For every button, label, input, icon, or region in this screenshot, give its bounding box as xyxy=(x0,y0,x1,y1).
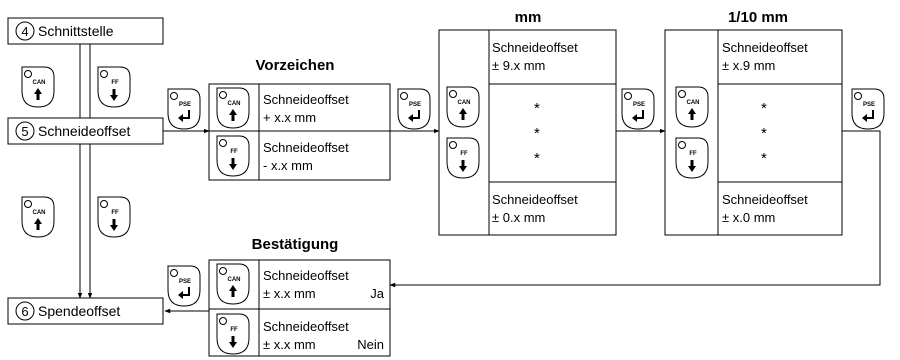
state-number: 5 xyxy=(21,124,28,139)
tenth-mm-panel: Schneideoffset ± x.9 mm * * * Schneideof… xyxy=(664,29,843,236)
state-label: Spendeoffset xyxy=(38,303,120,319)
svg-text:FF: FF xyxy=(111,210,119,216)
mm-top-line2: ± 9.x mm xyxy=(492,58,545,73)
svg-text:FF: FF xyxy=(230,327,238,333)
ff-key-icon[interactable]: FF xyxy=(675,137,709,179)
tenth-star: * xyxy=(761,125,767,142)
svg-text:FF: FF xyxy=(689,151,697,157)
tenth-top-line2: ± x.9 mm xyxy=(722,58,775,73)
pse-key-icon[interactable]: PSE xyxy=(851,88,885,130)
svg-text:PSE: PSE xyxy=(179,102,191,108)
mm-top-line1: Schneideoffset xyxy=(492,40,578,55)
state-label: Schnittstelle xyxy=(38,23,114,39)
bestaetigung-nein-line1: Schneideoffset xyxy=(263,319,349,334)
state-box-6[interactable]: 6 Spendeoffset xyxy=(7,297,164,325)
can-key-icon[interactable]: CAN xyxy=(21,196,55,238)
tenth-star: * xyxy=(761,150,767,167)
state-number: 6 xyxy=(21,304,28,319)
bestaetigung-nein-line2: ± x.x mm xyxy=(263,337,316,352)
svg-text:CAN: CAN xyxy=(458,100,471,106)
vorzeichen-plus-line2: + x.x mm xyxy=(263,110,316,125)
svg-text:CAN: CAN xyxy=(228,277,241,283)
state-box-5[interactable]: 5 Schneideoffset xyxy=(7,117,164,145)
tenth-bottom-line1: Schneideoffset xyxy=(722,192,808,207)
bestaetigung-title: Bestätigung xyxy=(252,236,339,253)
ff-key-icon[interactable]: FF xyxy=(446,137,480,179)
pse-key-icon[interactable]: PSE xyxy=(167,265,201,307)
pse-key-icon[interactable]: PSE xyxy=(621,88,655,130)
tenth-star: * xyxy=(761,100,767,117)
tenth-mm-title: 1/10 mm xyxy=(728,9,788,26)
bestaetigung-ja-line2: ± x.x mm xyxy=(263,286,316,301)
vorzeichen-title: Vorzeichen xyxy=(256,57,335,74)
pse-key-icon[interactable]: PSE xyxy=(397,88,431,130)
bestaetigung-ja-answer: Ja xyxy=(370,286,385,301)
svg-text:PSE: PSE xyxy=(633,102,645,108)
mm-panel: Schneideoffset ± 9.x mm * * * Schneideof… xyxy=(438,29,617,236)
svg-text:CAN: CAN xyxy=(33,210,46,216)
vorzeichen-minus-line2: - x.x mm xyxy=(263,158,313,173)
svg-text:FF: FF xyxy=(460,151,468,157)
mm-title: mm xyxy=(515,9,542,26)
bestaetigung-nein-answer: Nein xyxy=(357,337,384,352)
svg-text:PSE: PSE xyxy=(863,102,875,108)
can-key-icon[interactable]: CAN xyxy=(675,86,709,128)
vorzeichen-minus-line1: Schneideoffset xyxy=(263,140,349,155)
svg-text:FF: FF xyxy=(111,80,119,86)
state-label: Schneideoffset xyxy=(38,123,130,139)
svg-text:CAN: CAN xyxy=(33,80,46,86)
mm-star: * xyxy=(534,100,540,117)
ff-key-icon[interactable]: FF xyxy=(97,196,131,238)
svg-text:FF: FF xyxy=(230,149,238,155)
svg-text:PSE: PSE xyxy=(179,279,191,285)
mm-star: * xyxy=(534,150,540,167)
state-number: 4 xyxy=(21,24,28,39)
svg-text:PSE: PSE xyxy=(409,102,421,108)
svg-text:CAN: CAN xyxy=(687,100,700,106)
vorzeichen-plus-line1: Schneideoffset xyxy=(263,92,349,107)
svg-text:CAN: CAN xyxy=(228,101,241,107)
link-tenth-to-bestaetigung xyxy=(389,130,881,288)
can-key-icon[interactable]: CAN xyxy=(446,86,480,128)
ff-key-icon[interactable]: FF xyxy=(216,313,250,355)
ff-key-icon[interactable]: FF xyxy=(216,135,250,177)
can-key-icon[interactable]: CAN xyxy=(21,66,55,108)
mm-star: * xyxy=(534,125,540,142)
ff-key-icon[interactable]: FF xyxy=(97,66,131,108)
state-box-4[interactable]: 4 Schnittstelle xyxy=(7,17,164,45)
mm-bottom-line2: ± 0.x mm xyxy=(492,210,545,225)
tenth-bottom-line2: ± x.0 mm xyxy=(722,210,775,225)
mm-bottom-line1: Schneideoffset xyxy=(492,192,578,207)
can-key-icon[interactable]: CAN xyxy=(216,263,250,305)
bestaetigung-ja-line1: Schneideoffset xyxy=(263,268,349,283)
pse-key-icon[interactable]: PSE xyxy=(167,88,201,130)
tenth-top-line1: Schneideoffset xyxy=(722,40,808,55)
can-key-icon[interactable]: CAN xyxy=(216,87,250,129)
